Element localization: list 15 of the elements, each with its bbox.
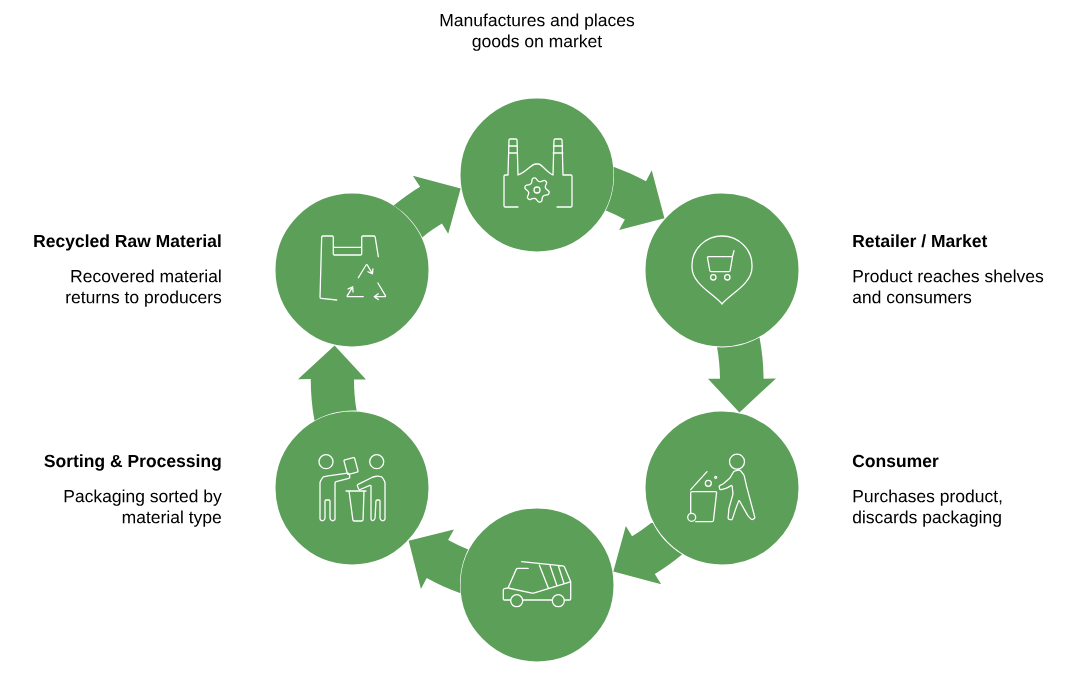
block-arrow: [708, 337, 776, 413]
stage-description: Recovered material returns to producers: [66, 269, 222, 307]
block-arrow: [408, 529, 469, 594]
stage-description: Packaging sorted by material type: [64, 489, 222, 527]
stage-description: Manufactures and places goods on market: [440, 13, 635, 51]
stage-description: Purchases product, discards packaging: [852, 489, 1002, 527]
stage-title: Recycled Raw Material: [34, 234, 221, 251]
block-arrow: [613, 521, 683, 585]
stage-description: Product reaches shelves and consumers: [852, 269, 1044, 304]
block-arrow: [393, 175, 461, 239]
block-arrow: [605, 166, 665, 230]
stage-title: Consumer: [852, 454, 939, 468]
block-arrow: [298, 345, 366, 421]
stage-title: Retailer / Market: [853, 234, 988, 248]
stage-title: Sorting & Processing: [44, 454, 221, 471]
